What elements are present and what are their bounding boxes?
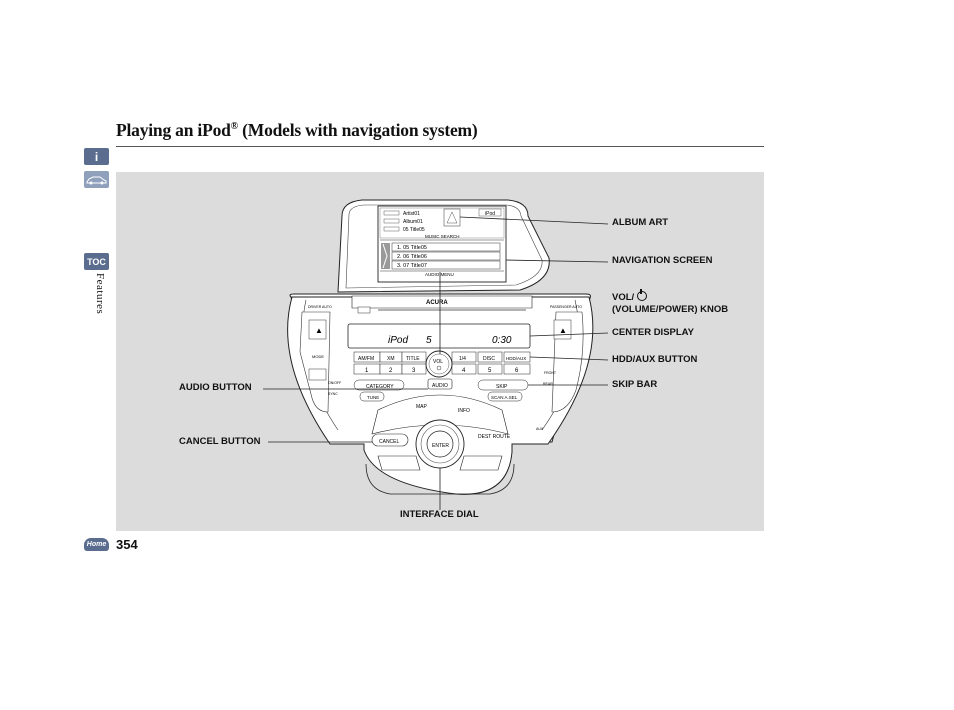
rear-label: REAR bbox=[543, 382, 553, 386]
front-label: FRONT bbox=[544, 371, 557, 375]
map-label: MAP bbox=[416, 404, 428, 410]
callout-vol-knob-line1: VOL/ bbox=[612, 292, 635, 303]
preset-label: 3 bbox=[412, 368, 416, 374]
scan-label: SCAN A.SEL bbox=[491, 395, 518, 400]
scan-button[interactable] bbox=[487, 391, 523, 402]
skip-label: SKIP bbox=[496, 384, 508, 390]
callout-hdd-aux-button: HDD/AUX BUTTON bbox=[612, 354, 698, 365]
brand-label: ACURA bbox=[426, 300, 448, 306]
category-label: CATEGORY bbox=[366, 384, 394, 390]
section-label: Features bbox=[94, 273, 106, 315]
tune-label: TUNE bbox=[367, 395, 379, 400]
cancel-label: CANCEL bbox=[379, 439, 400, 445]
preset-button[interactable] bbox=[451, 363, 477, 375]
preset-label: 2 bbox=[389, 368, 393, 374]
sync-label: SYNC bbox=[328, 392, 338, 396]
info-label: INFO bbox=[458, 408, 470, 414]
passenger-auto-label: PASSENGER AUTO bbox=[550, 305, 582, 309]
enter-label: ENTER bbox=[432, 443, 449, 449]
title-button[interactable] bbox=[401, 351, 427, 363]
screen-track: 05 Title05 bbox=[403, 227, 425, 233]
cancel-button[interactable] bbox=[371, 433, 409, 447]
preset-label: 1 bbox=[365, 368, 369, 374]
info-icon[interactable]: i bbox=[84, 148, 109, 165]
preset-button[interactable] bbox=[477, 363, 503, 375]
audio-menu-label: AUDIO MENU bbox=[425, 272, 454, 277]
toc-button[interactable]: TOC bbox=[84, 253, 109, 270]
hdd-aux-label: HDD/AUX bbox=[506, 356, 526, 361]
driver-auto-label: DRIVER AUTO bbox=[308, 305, 332, 309]
screen-album: Album01 bbox=[403, 219, 423, 225]
aux-label: AUX bbox=[536, 427, 544, 431]
am-fm-label: AM/FM bbox=[358, 356, 374, 362]
audio-button[interactable] bbox=[427, 378, 453, 390]
car-icon[interactable] bbox=[84, 171, 109, 188]
title-label: TITLE bbox=[406, 356, 420, 362]
console-illustration: Artist01 Album01 05 Title05 iPod MUSIC S… bbox=[116, 172, 764, 531]
screen-source: iPod bbox=[485, 211, 495, 217]
enter-button[interactable] bbox=[426, 430, 454, 458]
screen-list-item: 3. 07 Title07 bbox=[397, 263, 427, 269]
screen-list-item: 2. 06 Title06 bbox=[397, 254, 427, 260]
display-track: 5 bbox=[426, 335, 432, 346]
dest-route-label: DEST ROUTE bbox=[478, 434, 511, 440]
svg-text:▲: ▲ bbox=[559, 326, 567, 335]
preset-label: 6 bbox=[515, 368, 519, 374]
page-number: 354 bbox=[116, 537, 138, 552]
callout-vol-knob: VOL/ (VOLUME/POWER) KNOB bbox=[612, 289, 729, 316]
screen-list-item: 1. 05 Title05 bbox=[397, 245, 427, 251]
one-quarter-button[interactable] bbox=[451, 351, 477, 363]
category-bar[interactable] bbox=[353, 379, 405, 391]
disc-label: DISC bbox=[483, 356, 495, 362]
xm-label: XM bbox=[387, 356, 395, 362]
mode-label: MODE bbox=[312, 354, 324, 359]
page-title: Playing an iPod® (Models with navigation… bbox=[116, 120, 478, 140]
home-button[interactable]: Home bbox=[84, 538, 109, 551]
callout-audio-button: AUDIO BUTTON bbox=[179, 382, 252, 393]
preset-label: 4 bbox=[462, 368, 466, 374]
screen-artist: Artist01 bbox=[403, 211, 420, 217]
title-rule bbox=[116, 146, 764, 147]
display-source: iPod bbox=[388, 335, 408, 346]
callout-vol-knob-line2: (VOLUME/POWER) KNOB bbox=[612, 304, 729, 315]
album-art bbox=[443, 208, 461, 227]
callout-album-art: ALBUM ART bbox=[612, 217, 669, 228]
one-quarter-label: 1/4 bbox=[459, 356, 466, 362]
on-off-label: ON/OFF bbox=[328, 381, 341, 385]
audio-label: AUDIO bbox=[432, 383, 448, 389]
callout-cancel-button: CANCEL BUTTON bbox=[179, 436, 261, 447]
callout-interface-dial: INTERFACE DIAL bbox=[400, 509, 479, 520]
preset-button[interactable] bbox=[503, 363, 531, 375]
callout-navigation-screen: NAVIGATION SCREEN bbox=[612, 255, 713, 266]
music-search-label: MUSIC SEARCH bbox=[425, 234, 460, 239]
tune-bar[interactable] bbox=[359, 391, 385, 402]
callout-center-display: CENTER DISPLAY bbox=[612, 327, 694, 338]
preset-button[interactable] bbox=[401, 363, 427, 375]
display-time: 0:30 bbox=[492, 335, 512, 346]
vol-knob-label: VOL bbox=[433, 359, 443, 365]
svg-text:▲: ▲ bbox=[315, 326, 323, 335]
preset-label: 5 bbox=[488, 368, 492, 374]
disc-button[interactable] bbox=[477, 351, 503, 363]
callout-skip-bar: SKIP BAR bbox=[612, 379, 658, 390]
power-icon bbox=[636, 289, 647, 301]
